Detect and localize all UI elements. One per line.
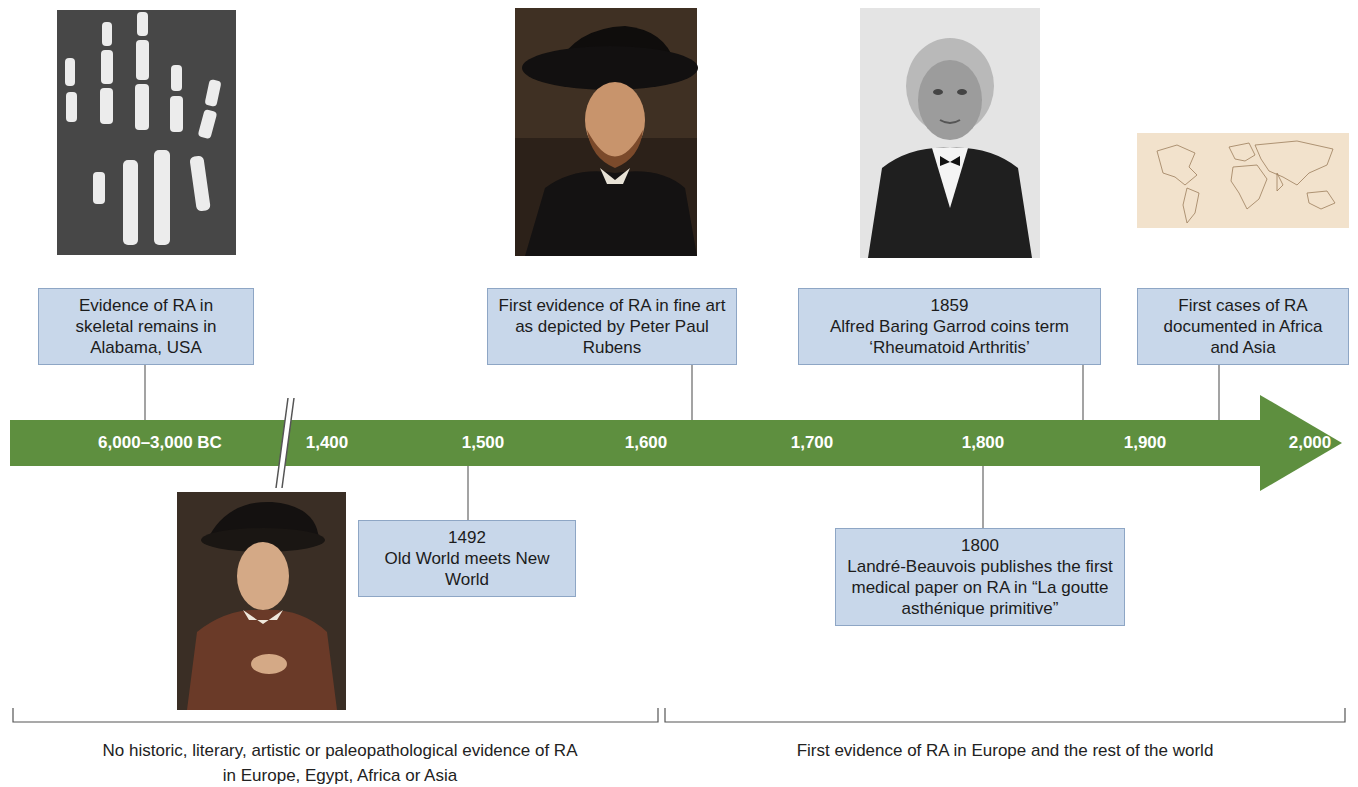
- world-map-part-part: [1277, 173, 1283, 191]
- hand-xray-part-part: [204, 79, 221, 107]
- rubens-portrait: [515, 8, 698, 256]
- world-map-part-part: [1255, 141, 1333, 185]
- hand-xray-part-part: [102, 22, 112, 46]
- event-box: First cases of RA documented in Africa a…: [1137, 288, 1349, 365]
- year-label: 1,800: [962, 420, 1005, 466]
- leader-line: [982, 466, 983, 528]
- garrod-photograph-part: [940, 156, 960, 166]
- leader-line: [691, 365, 692, 420]
- timeline-arrow: 6,000–3,000 BC 1,400 1,500 1,600 1,700 1,800 1…: [10, 420, 1272, 466]
- year-label: 1,700: [791, 420, 834, 466]
- event-text: Evidence of RA in skeletal remains in Al…: [49, 295, 243, 358]
- columbus-portrait-part: [243, 610, 283, 624]
- hand-xray-part-part: [65, 58, 75, 86]
- hand-xray-part-part: [189, 155, 211, 211]
- world-map: [1137, 133, 1349, 228]
- hand-xray-part-part: [171, 65, 182, 91]
- period-bracket-part: [665, 708, 1345, 722]
- event-box: 1859Alfred Baring Garrod coins term ‘Rhe…: [798, 288, 1101, 365]
- world-map-part: [1137, 133, 1349, 228]
- axis-break: [276, 398, 294, 488]
- period-bracket: [13, 708, 1345, 722]
- hand-xray-part-part: [137, 12, 148, 36]
- garrod-photograph-part: [918, 60, 982, 140]
- leader-line: [1218, 365, 1219, 420]
- rubens-portrait-part: [515, 8, 697, 256]
- event-year: 1800: [846, 535, 1114, 556]
- event-text: Landré-Beauvois publishes the first medi…: [846, 556, 1114, 619]
- hand-xray-part-part: [135, 84, 149, 130]
- event-text: First evidence of RA in fine art as depi…: [498, 295, 726, 358]
- event-text: Old World meets New World: [369, 548, 565, 590]
- period-note: No historic, literary, artistic or paleo…: [100, 738, 580, 787]
- leader-line: [144, 365, 145, 420]
- hand-xray-part-part: [93, 172, 105, 204]
- world-map-part: [1157, 141, 1335, 223]
- hand-xray-part-part: [101, 50, 113, 84]
- arrow-head: [1260, 395, 1342, 491]
- columbus-portrait-part: [251, 654, 287, 674]
- rubens-portrait-part: [600, 168, 630, 184]
- columbus-portrait-part: [177, 492, 346, 710]
- garrod-photograph: [860, 8, 1040, 258]
- event-box: 1800Landré-Beauvois publishes the first …: [835, 528, 1125, 626]
- rubens-portrait-part: [587, 130, 643, 168]
- world-map-part-part: [1229, 143, 1255, 161]
- hand-xray-part: [65, 12, 222, 245]
- hand-xray-part-part: [136, 40, 149, 80]
- columbus-portrait-part: [187, 610, 337, 710]
- hand-xray-part-part: [198, 109, 218, 139]
- garrod-photograph-part: [957, 89, 967, 95]
- event-box: First evidence of RA in fine art as depi…: [487, 288, 737, 365]
- world-map-part-part: [1307, 191, 1335, 209]
- event-year: 1492: [369, 527, 565, 548]
- year-label: 1,600: [625, 420, 668, 466]
- garrod-photograph-part: [860, 8, 1040, 258]
- hand-xray-part-part: [154, 150, 170, 245]
- year-label: 1,500: [462, 420, 505, 466]
- garrod-photograph-part: [932, 148, 968, 208]
- leader-line: [1082, 365, 1083, 420]
- year-label: 2,000: [1289, 420, 1332, 466]
- hand-xray-part-part: [66, 92, 77, 122]
- hand-xray: [57, 10, 236, 255]
- rubens-portrait-part: [525, 171, 697, 256]
- axis-break: [276, 398, 294, 488]
- arrow-shaft: [10, 420, 1272, 466]
- year-label: 1,900: [1124, 420, 1167, 466]
- event-year: 1859: [809, 295, 1090, 316]
- world-map-part-part: [1183, 188, 1199, 223]
- event-box: 1492Old World meets New World: [358, 520, 576, 597]
- hand-xray-part-part: [100, 88, 113, 124]
- leader-line: [467, 466, 468, 520]
- event-box: Evidence of RA in skeletal remains in Al…: [38, 288, 254, 365]
- garrod-photograph-part: [940, 120, 960, 123]
- columbus-portrait-part: [237, 542, 289, 610]
- period-note: First evidence of RA in Europe and the r…: [665, 738, 1345, 763]
- hand-xray-part: [57, 10, 236, 255]
- event-text: First cases of RA documented in Africa a…: [1148, 295, 1338, 358]
- world-map-part-part: [1157, 145, 1197, 185]
- event-text: Alfred Baring Garrod coins term ‘Rheumat…: [809, 316, 1090, 358]
- garrod-photograph-part: [933, 89, 943, 95]
- world-map-part-part: [1231, 165, 1267, 209]
- garrod-photograph-part: [868, 148, 1032, 258]
- columbus-portrait: [177, 492, 346, 710]
- hand-xray-part-part: [123, 160, 138, 245]
- period-bracket-part: [13, 708, 658, 722]
- hand-xray-part-part: [170, 96, 183, 132]
- year-label: 6,000–3,000 BC: [98, 420, 222, 466]
- year-label: 1,400: [306, 420, 349, 466]
